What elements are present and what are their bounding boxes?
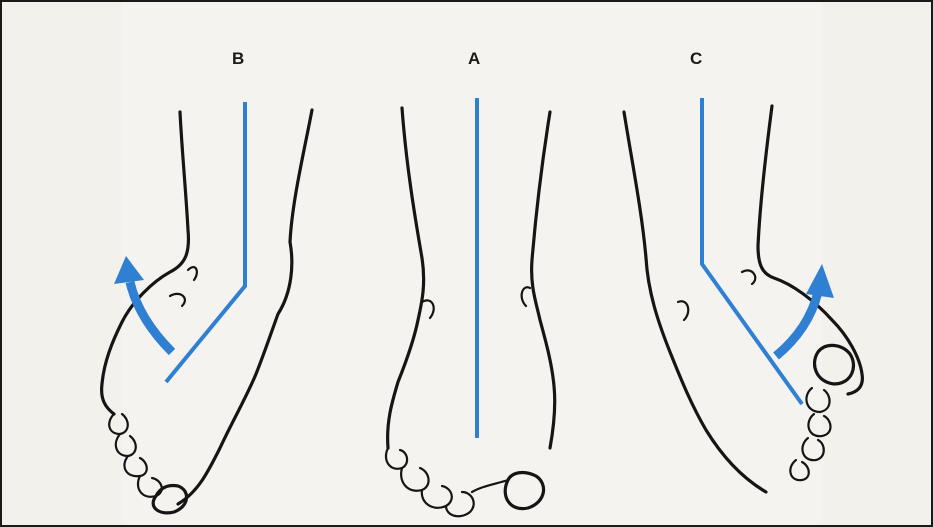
label-a: A [468,49,480,68]
label-b: B [232,49,244,68]
label-c: C [690,49,702,68]
